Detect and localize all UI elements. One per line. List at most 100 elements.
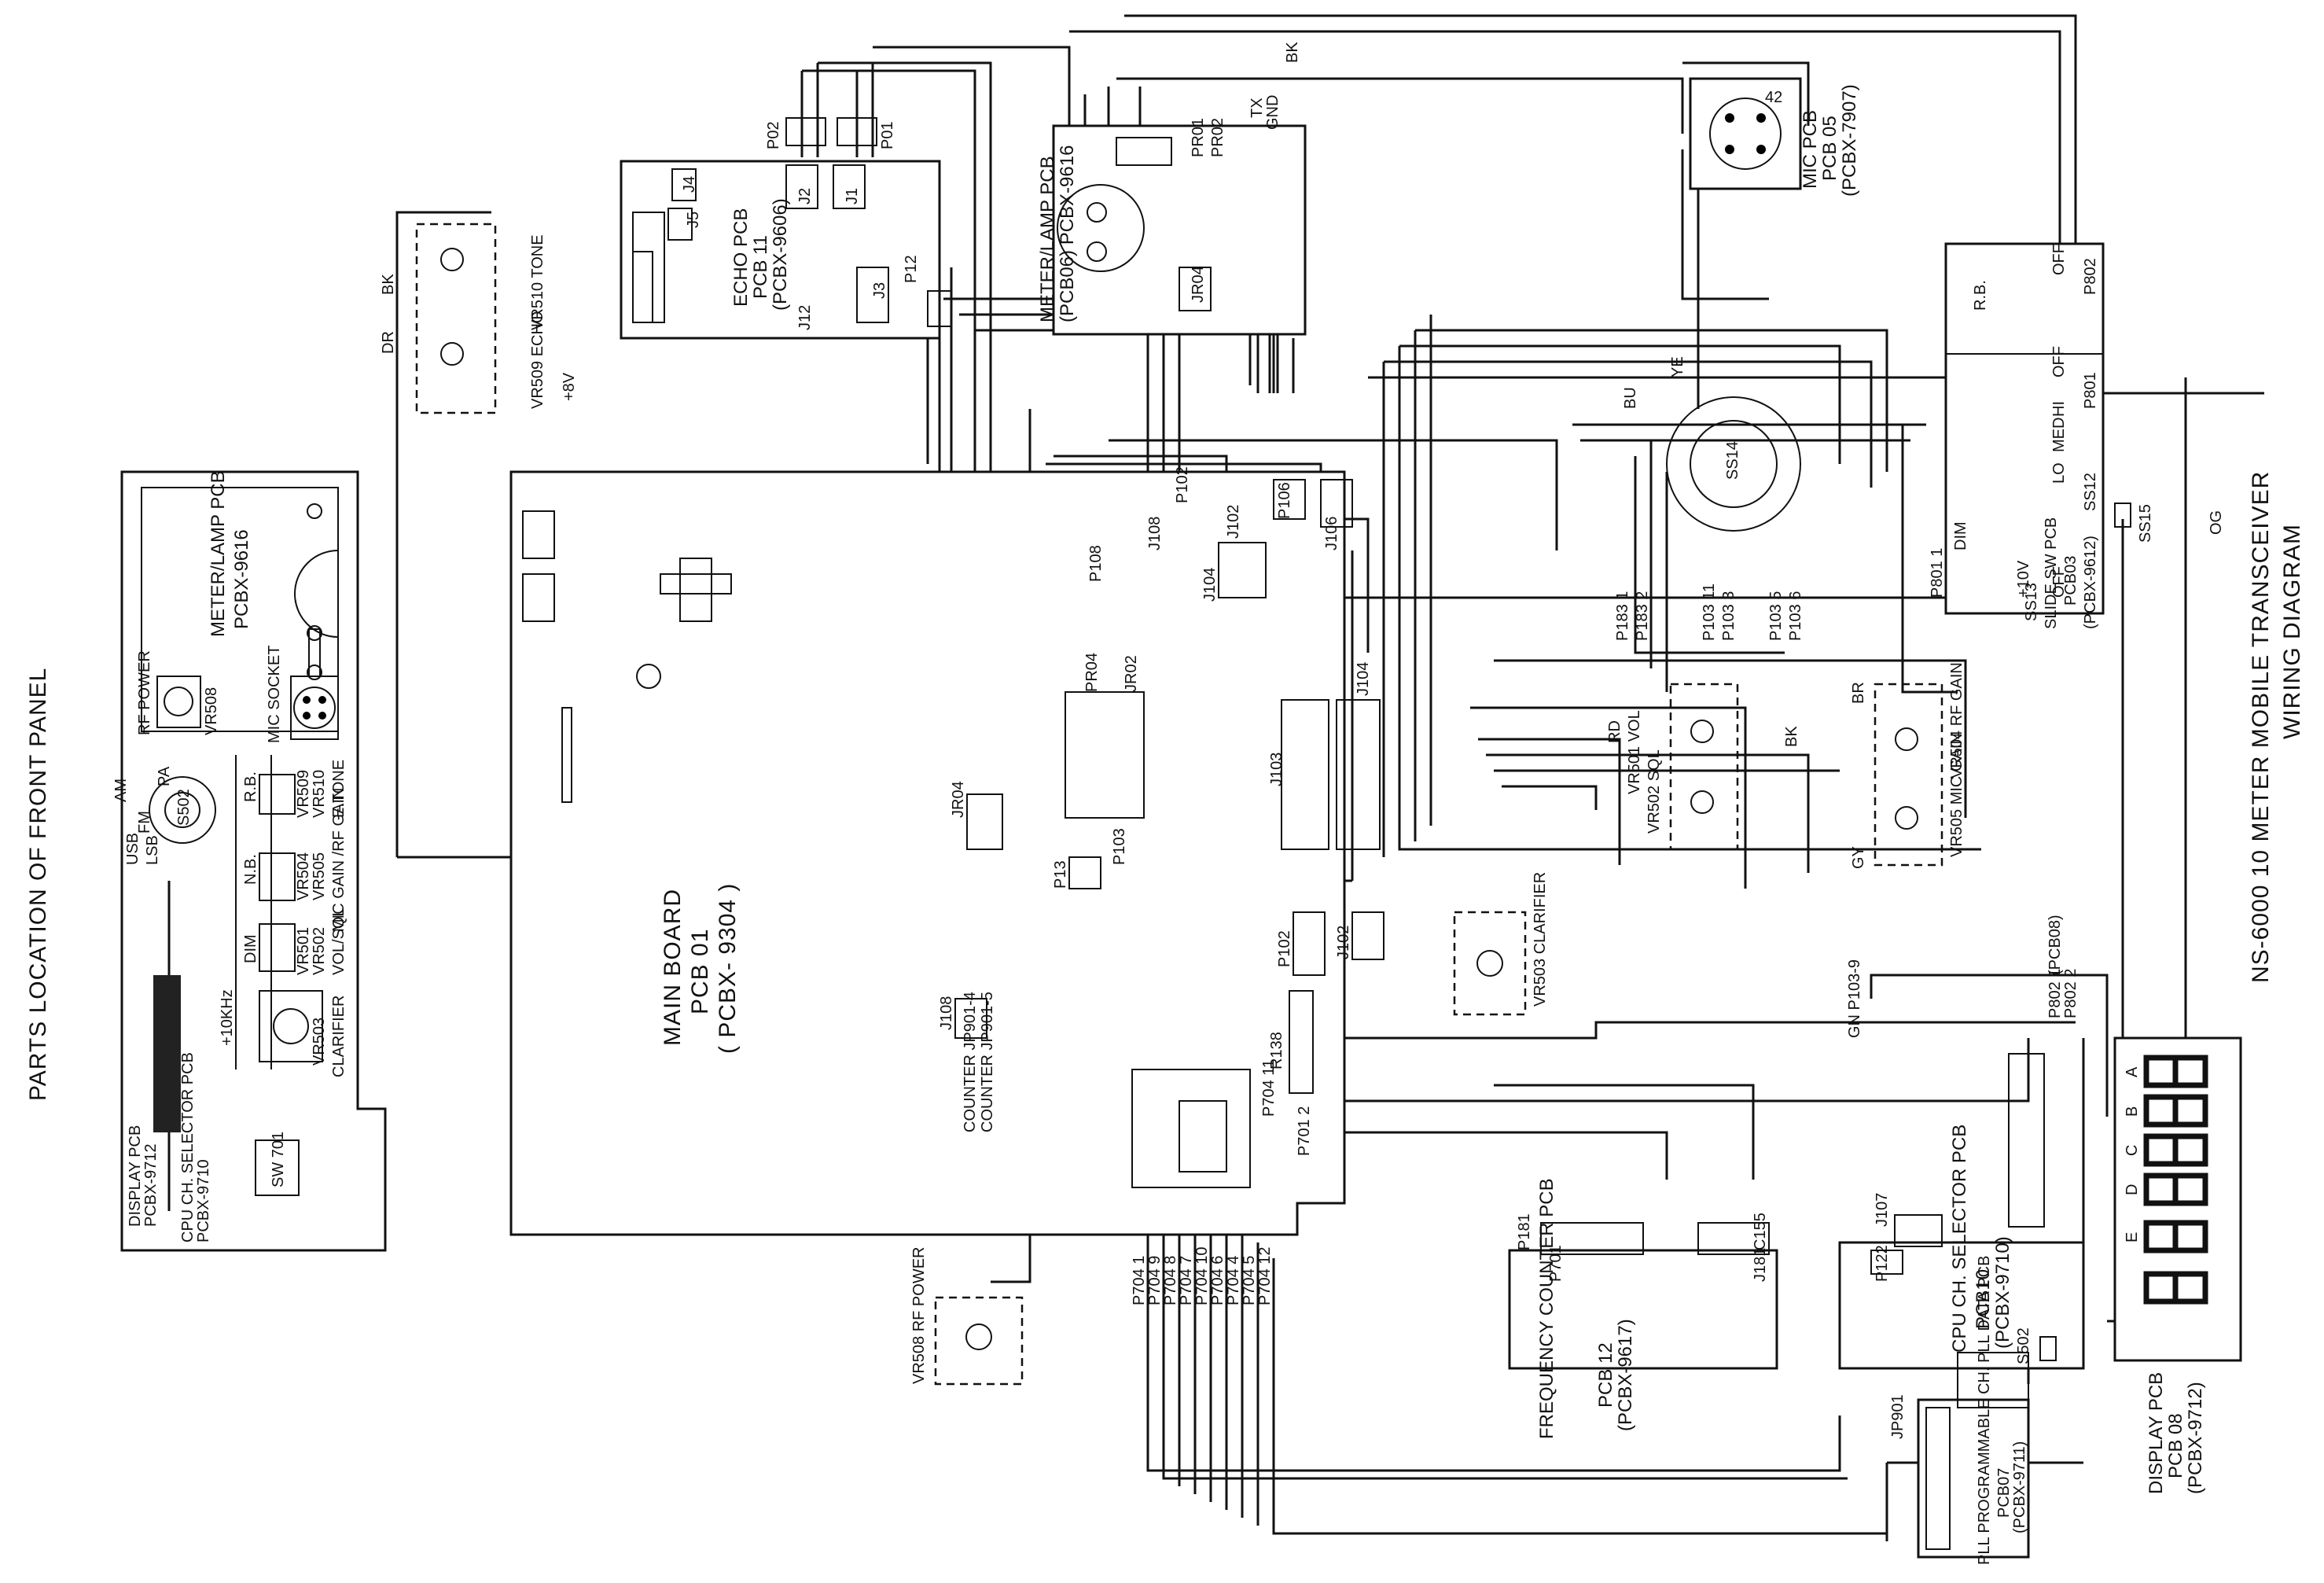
front-label-vr509: VR509 [295, 770, 312, 818]
label-pcb08: (PCB08) [2046, 915, 2064, 975]
mode-switch-knob [149, 776, 216, 844]
slide-label-off2: OFF [2050, 346, 2068, 377]
display-pcb-number: PCB 08 [2165, 1413, 2186, 1478]
d603: SS15 [2114, 503, 2154, 543]
p704-pin-10: P704 10 [1193, 1246, 1211, 1305]
front-label-display-pcb: DISPLAY PCB [127, 1125, 144, 1227]
front-panel-title: PARTS LOCATION OF FRONT PANEL [25, 668, 51, 1101]
front-panel-outline: METER/LAMP PCB PCBX-9616 RF POWER VR508 … [112, 470, 387, 1252]
front-label-vr505: VR505 [311, 852, 328, 900]
conn-p704: JP901 [1889, 1394, 1907, 1439]
digit-label-e: E [2124, 1232, 2141, 1242]
digit-label-a: A [2124, 1066, 2141, 1077]
p704-pin-1: P704 1 [1131, 1256, 1148, 1305]
label-tx: TX [1248, 98, 1266, 118]
conn-p181: J106 [1323, 517, 1340, 550]
label-p103-5: P103 5 [1767, 591, 1785, 641]
echo-pcb-number: PCB 11 [750, 235, 771, 299]
echo-j12: J12 [796, 305, 814, 330]
echo-pcb-code: (PCBX-9606) [770, 198, 791, 311]
display-pcb: A B C D E DISPLAY PCB PCB 08 (PCBX-9712) [2113, 1036, 2242, 1494]
front-label-cpu-code: PCBX-9710 [195, 1159, 212, 1242]
front-label-lsb: LSB [144, 835, 161, 865]
seven-seg-digit-b [2143, 1094, 2208, 1128]
slide-label-lo: LO [2050, 462, 2068, 484]
digit-label-d: D [2124, 1184, 2141, 1195]
label-gnd: GND [1264, 95, 1282, 130]
conn-ss15: SS13 [2023, 583, 2040, 621]
p704-pin-5: P704 5 [1241, 1256, 1258, 1305]
digit-label-c: C [2124, 1145, 2141, 1156]
vr504-label: VR504 RF GAIN [1948, 662, 1965, 779]
cpu-code: (PCBX-9710) [1992, 1236, 2013, 1349]
front-label-micgain-rfgain: MIC GAIN /RF GAIN [330, 788, 347, 932]
front-label-display-code: PCBX-9712 [142, 1143, 160, 1227]
label-p183-1: P183 1 [1614, 591, 1631, 641]
label-p701-2: P701 2 [1296, 1106, 1313, 1156]
p704-pin-4: P704 4 [1225, 1256, 1242, 1305]
front-label-vr501: VR501 [295, 927, 312, 975]
wire-label-bk-3: BK [1783, 726, 1800, 747]
front-meter-lamp-name: METER/LAMP PCB [208, 470, 229, 637]
mic-pcb: MIC PCB PCB 05 (PCBX-7907) 42 [1689, 77, 1860, 197]
vr502-label: VR502 SQL [1646, 749, 1663, 834]
display-pcb-name: DISPLAY PCB [2146, 1372, 2167, 1494]
front-label-vr503: VR503 [311, 1018, 328, 1066]
conn-p901: C155 [1752, 1213, 1769, 1250]
main-board-pcb: PCB 01 [687, 929, 713, 1014]
main-board-name: MAIN BOARD [660, 889, 686, 1046]
front-label-etone: E.TONE [330, 760, 347, 818]
label-p183-2: P183 2 [1634, 591, 1651, 641]
title-line-2: WIRING DIAGRAM [2279, 524, 2305, 739]
cpu-selector-pcb: J107 P122 CPU CH. SELECTOR PCB PCB10 (PC… [1838, 548, 2085, 1370]
front-label-fm: FM [136, 811, 153, 834]
mic-pcb-code: (PCBX-7907) [1839, 84, 1860, 197]
wire-color-labels: BK DR BK YE BU RD BK BR GY OG [380, 42, 2225, 869]
wire-label-rd-1: RD [1606, 720, 1623, 743]
conn-j181: P106 [1276, 482, 1293, 519]
vr509-label: VR509 ECHO [529, 311, 546, 410]
echo-j1: J1 [844, 188, 861, 204]
pll-pcb: JP901 PLL PROGRAMMABLE CH. PLL DATA PCB … [1889, 1256, 2030, 1565]
conn-j102: P13 [1052, 860, 1069, 889]
meter-lamp-pcb-name: METER/LAMP PCB [1037, 156, 1058, 322]
front-label-dim: DIM [242, 934, 259, 963]
vr510-label: VR510 TONE [529, 234, 546, 330]
conn-ss13: P801 [2082, 372, 2099, 409]
vr503-block: VR503 CLARIFIER [1453, 872, 1549, 1016]
front-label-vol-sql: VOL/SQL [330, 907, 347, 975]
front-label-rb: R.B. [242, 771, 259, 802]
echo-top-connectors: P02 P01 [765, 117, 896, 149]
vr501-label: VR501 VOL [1626, 710, 1643, 794]
pll-pcb: PCB07 [1995, 1468, 2013, 1518]
mic-pcb-number: PCB 05 [1819, 116, 1840, 181]
conn-p02: P02 [765, 121, 782, 149]
label-p802-1: P802 1 [2046, 969, 2064, 1018]
front-meter-lamp-area [141, 487, 339, 732]
label-p103-6: P103 6 [1787, 591, 1804, 641]
front-label-pa: PA [156, 766, 173, 786]
conn-j107: J108 [938, 996, 955, 1030]
conn-p01: P01 [879, 121, 896, 149]
label-p801-1: P801 1 [1929, 548, 1946, 598]
front-label-mic-socket: MIC SOCKET [266, 646, 283, 743]
seven-seg-digit-a [2143, 1055, 2208, 1088]
s502-label: SS14 [1724, 441, 1741, 480]
wire-label-og-1: OG [2208, 510, 2225, 535]
conn-j108: J103 [1268, 753, 1285, 786]
front-label-vr508: VR508 [203, 687, 220, 735]
diagram-title: NS-6000 10 METER MOBILE TRANSCEIVER WIRI… [2248, 471, 2305, 983]
label-gn-p103-9: GN P103-9 [1846, 959, 1863, 1038]
wire-label-wh-1: DR [380, 331, 397, 354]
slide-sw-pcb: PCB03 [2062, 556, 2079, 606]
label-c155: P108 [1087, 545, 1105, 582]
echo-p12: P12 [903, 255, 920, 283]
s502-switch: SS14 [1666, 396, 1801, 532]
wire-label-bk-2: BK [1284, 42, 1301, 63]
cpu-name: CPU CH. SELECTOR PCB [1949, 1125, 1970, 1353]
freq-counter-name: FREQUENCY COUNTER PCB [1536, 1178, 1557, 1439]
seven-seg-digit-c [2143, 1133, 2208, 1167]
echo-j2: J2 [796, 188, 814, 204]
front-meter-lamp-code: PCBX-9616 [231, 529, 252, 629]
